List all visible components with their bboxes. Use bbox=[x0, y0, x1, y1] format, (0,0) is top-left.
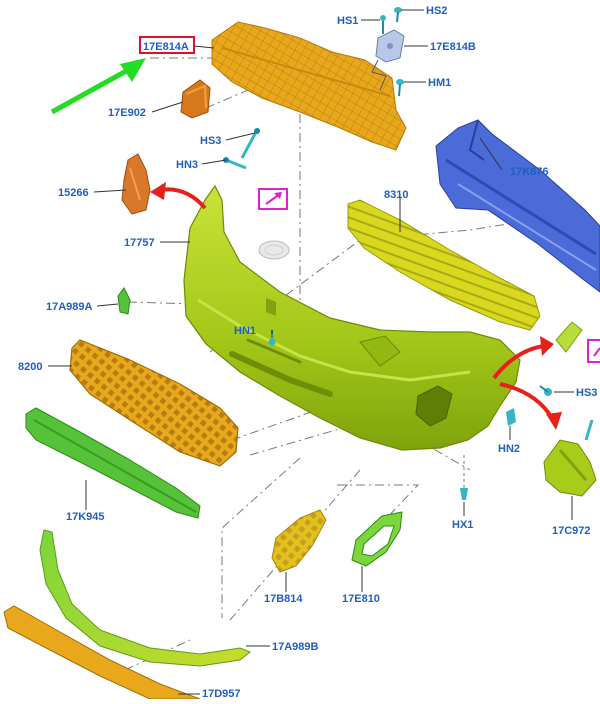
right-side-bracket[interactable] bbox=[555, 321, 583, 353]
label-HS1[interactable]: HS1 bbox=[337, 15, 358, 27]
fastener-hn3[interactable] bbox=[223, 157, 247, 170]
bracket-hook-line bbox=[371, 59, 387, 91]
highlight-box-17E814A bbox=[139, 36, 195, 54]
part-labels: 17E814A HS1 HS2 17E814B HM1 17E902 HS3 H… bbox=[18, 5, 597, 700]
fastener-hm1[interactable] bbox=[396, 79, 404, 97]
green-pointer-arrow bbox=[50, 58, 146, 115]
label-HN2[interactable]: HN2 bbox=[498, 443, 520, 455]
label-HS3-right[interactable]: HS3 bbox=[576, 387, 597, 399]
label-17E814B[interactable]: 17E814B bbox=[430, 41, 476, 53]
label-17E810[interactable]: 17E810 bbox=[342, 593, 380, 605]
label-17K945[interactable]: 17K945 bbox=[66, 511, 105, 523]
label-17757[interactable]: 17757 bbox=[124, 237, 155, 249]
magenta-marker-emblem bbox=[258, 188, 288, 210]
label-HX1[interactable]: HX1 bbox=[452, 519, 473, 531]
label-17B814[interactable]: 17B814 bbox=[264, 593, 303, 605]
label-HS3-top[interactable]: HS3 bbox=[200, 135, 221, 147]
label-17K876[interactable]: 17K876 bbox=[510, 166, 549, 178]
fastener-hs3-right[interactable] bbox=[539, 385, 552, 396]
red-arrow-15266 bbox=[150, 182, 207, 210]
part-15266[interactable] bbox=[121, 153, 151, 215]
part-17E814A[interactable] bbox=[211, 21, 407, 151]
fastener-hs2[interactable] bbox=[394, 7, 402, 23]
label-17A989A[interactable]: 17A989A bbox=[46, 301, 93, 313]
label-HN1[interactable]: HN1 bbox=[234, 325, 256, 337]
fastener-hs1[interactable] bbox=[380, 15, 386, 34]
part-17B814[interactable] bbox=[271, 509, 327, 573]
part-17E814B[interactable] bbox=[375, 29, 405, 63]
label-17A989B[interactable]: 17A989B bbox=[272, 641, 319, 653]
label-HM1[interactable]: HM1 bbox=[428, 77, 451, 89]
label-8200[interactable]: 8200 bbox=[18, 361, 42, 373]
part-8310[interactable] bbox=[347, 199, 541, 331]
red-arrow-right-upper bbox=[492, 336, 554, 380]
label-HN3[interactable]: HN3 bbox=[176, 159, 198, 171]
label-8310[interactable]: 8310 bbox=[384, 189, 408, 201]
label-17E814A[interactable]: 17E814A bbox=[143, 41, 189, 53]
part-17K876[interactable] bbox=[435, 119, 600, 293]
part-17A989A[interactable] bbox=[117, 287, 131, 315]
label-17D957[interactable]: 17D957 bbox=[202, 688, 241, 700]
label-17E902[interactable]: 17E902 bbox=[108, 107, 146, 119]
label-15266[interactable]: 15266 bbox=[58, 187, 89, 199]
emblem-part[interactable] bbox=[258, 240, 290, 260]
label-17C972[interactable]: 17C972 bbox=[552, 525, 591, 537]
part-17E810[interactable] bbox=[351, 511, 403, 567]
part-17A989B[interactable] bbox=[39, 529, 251, 667]
part-8200[interactable] bbox=[69, 339, 239, 467]
magenta-marker-right bbox=[587, 339, 600, 363]
fastener-hx1[interactable] bbox=[460, 455, 468, 500]
leader-lines bbox=[48, 9, 574, 695]
part-17C972[interactable] bbox=[543, 419, 597, 497]
label-HS2[interactable]: HS2 bbox=[426, 5, 447, 17]
part-17E902[interactable] bbox=[180, 79, 211, 119]
part-17757[interactable] bbox=[183, 184, 521, 451]
part-17K945[interactable] bbox=[25, 407, 201, 519]
red-arrow-right-lower bbox=[499, 382, 562, 430]
fastener-hs3-top[interactable] bbox=[240, 128, 260, 159]
fastener-hn2[interactable] bbox=[506, 408, 516, 426]
